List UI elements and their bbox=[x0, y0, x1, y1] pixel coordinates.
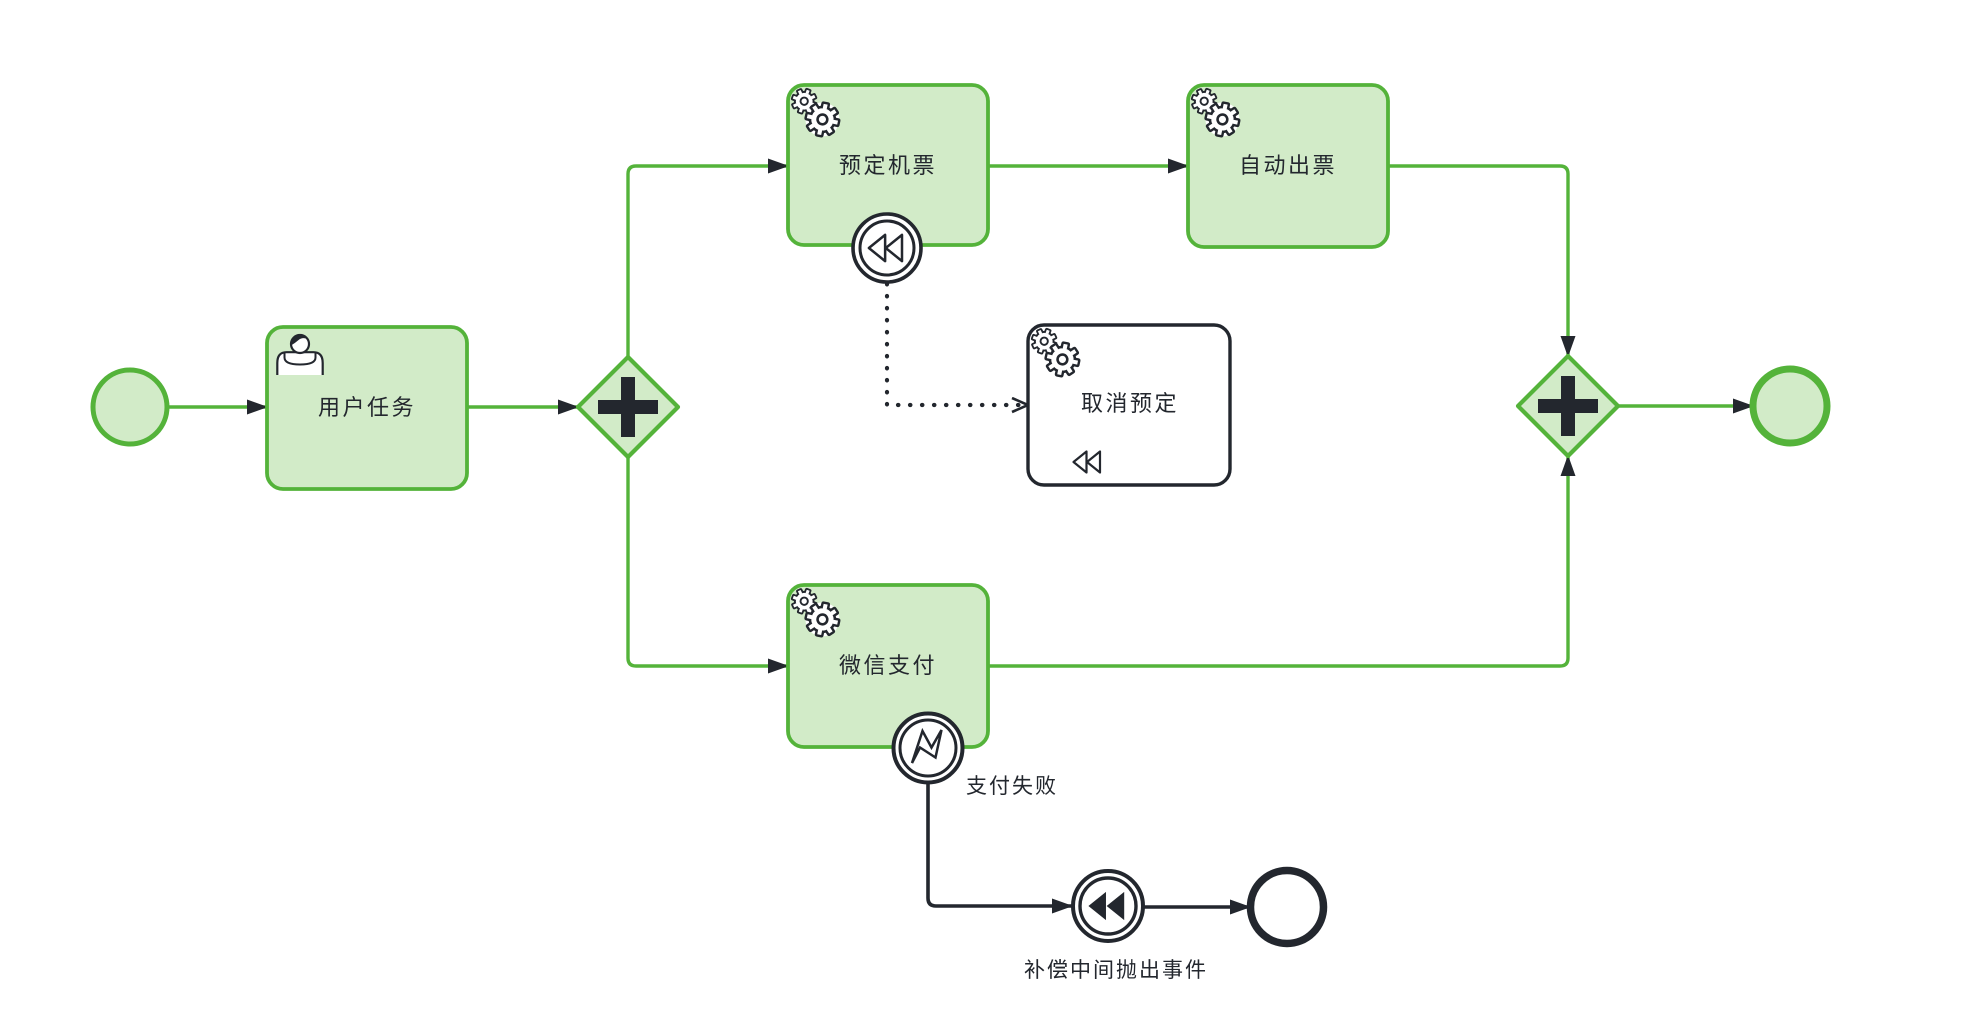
end-event[interactable] bbox=[1749, 365, 1831, 447]
auto-issue-label: 自动出票 bbox=[1239, 153, 1337, 178]
cancel-booking-label: 取消预定 bbox=[1081, 391, 1179, 416]
wechat-pay-label: 微信支付 bbox=[839, 653, 937, 678]
error-icon bbox=[910, 727, 943, 764]
user-task-label: 用户任务 bbox=[318, 395, 416, 420]
book-ticket-label: 预定机票 bbox=[839, 153, 937, 178]
user-task[interactable]: 用户任务 bbox=[265, 325, 469, 491]
flow-gateway-to-wechatpay[interactable] bbox=[626, 457, 789, 674]
error-end-event[interactable] bbox=[1246, 866, 1328, 948]
compensation-throw-label[interactable]: 补偿中间抛出事件 bbox=[1024, 959, 1208, 982]
parallel-gateway-split[interactable] bbox=[575, 354, 681, 460]
payment-failed-label[interactable]: 支付失败 bbox=[966, 775, 1058, 798]
compensation-marker-icon bbox=[1072, 450, 1102, 474]
compensation-icon bbox=[867, 233, 904, 263]
compensation-icon bbox=[1088, 891, 1125, 921]
error-boundary-event[interactable] bbox=[891, 711, 965, 785]
flow-autoissue-to-joingateway[interactable] bbox=[1388, 164, 1576, 357]
plus-icon bbox=[598, 377, 658, 437]
flow-error-to-compthrow[interactable] bbox=[926, 783, 1073, 914]
association-compensation-to-cancel[interactable] bbox=[884, 281, 1028, 405]
compensation-throw-event[interactable] bbox=[1071, 869, 1145, 943]
flow-gateway-to-bookticket[interactable] bbox=[626, 158, 789, 357]
auto-issue-task[interactable]: 自动出票 bbox=[1186, 83, 1390, 249]
cancel-booking-task[interactable]: 取消预定 bbox=[1026, 323, 1232, 487]
flow-wechatpay-to-joingateway[interactable] bbox=[988, 455, 1576, 668]
wechat-pay-task[interactable]: 微信支付 bbox=[786, 583, 990, 749]
start-event[interactable] bbox=[90, 367, 170, 447]
parallel-gateway-join[interactable] bbox=[1515, 353, 1621, 459]
plus-icon bbox=[1538, 376, 1598, 436]
compensation-boundary-event[interactable] bbox=[851, 212, 923, 284]
